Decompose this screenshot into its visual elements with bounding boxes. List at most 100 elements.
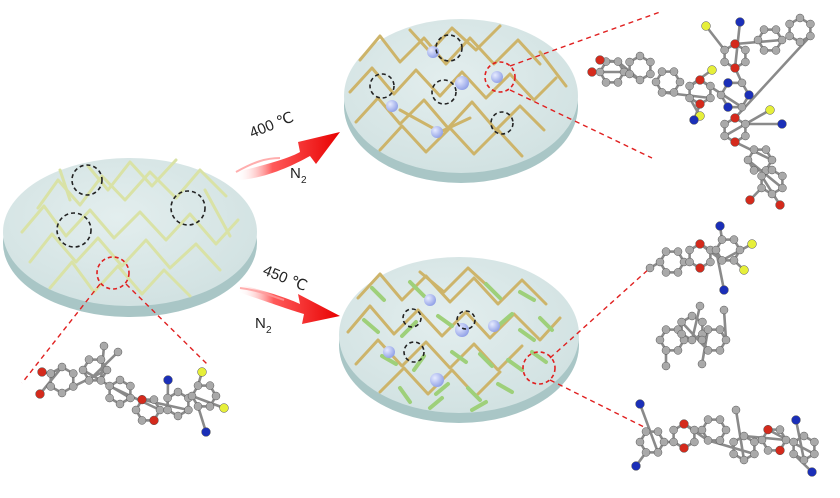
- zoom-marker-400: [484, 61, 516, 93]
- molecule-atom: [657, 67, 667, 76]
- molecule-atom: [201, 427, 211, 437]
- molecule-atom: [806, 31, 815, 41]
- molecule-atom: [669, 88, 679, 97]
- flame-arrow-icon: [238, 284, 340, 324]
- molecule-atom: [810, 449, 819, 459]
- molecule-atom: [791, 415, 801, 425]
- flame-arrow-icon: [235, 132, 340, 180]
- molecule-atom: [669, 437, 678, 447]
- molecule-atom: [57, 362, 67, 372]
- crosslink-nodes-400: [386, 46, 503, 138]
- molecule-bond: [638, 403, 660, 453]
- molecule-atom: [675, 77, 685, 87]
- molecule-atom: [641, 427, 651, 436]
- molecule-atom: [661, 247, 671, 256]
- molecule-atom: [761, 145, 771, 154]
- molecule-atom: [635, 399, 645, 409]
- molecule-bond: [141, 398, 189, 412]
- molecule-atom: [744, 90, 754, 100]
- dashed-circle-icon: [403, 341, 425, 363]
- molecule-atom: [163, 405, 172, 415]
- molecule-atom: [78, 365, 88, 375]
- molecule-atom: [767, 155, 777, 165]
- molecule-atom: [757, 183, 766, 193]
- upper-gas-label: N: [290, 165, 301, 182]
- molecule-atom: [137, 416, 147, 425]
- dashed-circle-icon: [456, 310, 476, 330]
- molecule-atom: [775, 445, 785, 456]
- molecule-atom: [102, 365, 112, 375]
- molecule-atom: [729, 235, 739, 244]
- molecule-atom: [669, 67, 679, 76]
- molecule-atom: [719, 285, 729, 295]
- molecule-atom: [698, 317, 707, 327]
- lower-gas-label: N: [255, 315, 266, 332]
- molecule-atom: [689, 115, 699, 125]
- molecule-atom: [679, 419, 689, 429]
- molecule-atom: [69, 369, 78, 378]
- molecule-atom: [715, 436, 725, 445]
- molecule-atom: [659, 437, 669, 447]
- molecule-atom: [806, 19, 815, 29]
- molecule-atom: [677, 329, 686, 339]
- molecule-atom: [789, 449, 798, 459]
- molecule-atom: [173, 411, 183, 421]
- molecule-atom: [719, 305, 729, 315]
- green-fragments-450: [362, 280, 554, 412]
- molecule-atom: [163, 393, 172, 403]
- molecule-atom: [741, 119, 750, 129]
- polymer-chains-450: [346, 266, 562, 398]
- molecule-atom: [721, 425, 731, 435]
- molecule-atom: [595, 67, 605, 77]
- molecule-atom: [635, 437, 645, 447]
- molecule-bond: [109, 384, 161, 412]
- molecule-atom: [96, 355, 106, 364]
- molecule-atom: [641, 448, 651, 457]
- polymer-chains-precursor: [20, 158, 240, 298]
- molecule-atom: [737, 102, 747, 112]
- molecule-atom: [785, 19, 794, 29]
- molecule-atom: [723, 102, 733, 112]
- molecule-atom: [759, 25, 769, 34]
- molecule-atom: [741, 45, 750, 55]
- molecule-atom: [703, 415, 713, 424]
- molecule-atom: [661, 361, 671, 371]
- molecule-bond: [707, 439, 755, 456]
- molecule-atom: [695, 239, 705, 249]
- molecule-fragment-1: [645, 221, 757, 295]
- molecule-atom: [613, 78, 623, 87]
- molecule-crosslinked: [587, 13, 815, 210]
- molecule-atom: [625, 57, 634, 67]
- disk-400: [344, 19, 578, 183]
- molecule-atom: [703, 346, 713, 355]
- molecule-atom: [690, 425, 699, 435]
- molecule-atom: [749, 145, 759, 154]
- molecule-atom: [717, 256, 727, 265]
- molecule-atom: [777, 119, 787, 129]
- molecule-atom: [685, 257, 694, 267]
- zoom-marker-precursor: [96, 256, 130, 290]
- molecule-atom: [749, 166, 759, 175]
- molecule-atom: [729, 256, 739, 265]
- molecule-atom: [750, 437, 759, 447]
- pore-markers-precursor: [56, 164, 206, 248]
- molecule-atom: [673, 268, 683, 277]
- molecule-atom: [716, 90, 726, 100]
- molecule-atom: [46, 382, 55, 391]
- molecule-atom: [739, 455, 749, 465]
- pore-markers-450: [402, 308, 476, 363]
- molecule-atom: [730, 137, 740, 147]
- molecule-atom: [707, 65, 717, 75]
- molecule-atom: [685, 81, 694, 91]
- molecule-atom: [717, 235, 727, 244]
- molecule-precursor: [35, 341, 229, 437]
- upper-gas-subscript: 2: [301, 175, 307, 186]
- molecule-atom: [789, 437, 798, 447]
- molecule-atom: [730, 39, 740, 49]
- molecule-atom: [743, 155, 753, 165]
- molecule-atom: [771, 46, 781, 55]
- molecule-atom: [735, 17, 745, 27]
- molecule-atom: [701, 21, 711, 31]
- molecule-atom: [697, 359, 707, 369]
- molecule-atom: [126, 393, 135, 403]
